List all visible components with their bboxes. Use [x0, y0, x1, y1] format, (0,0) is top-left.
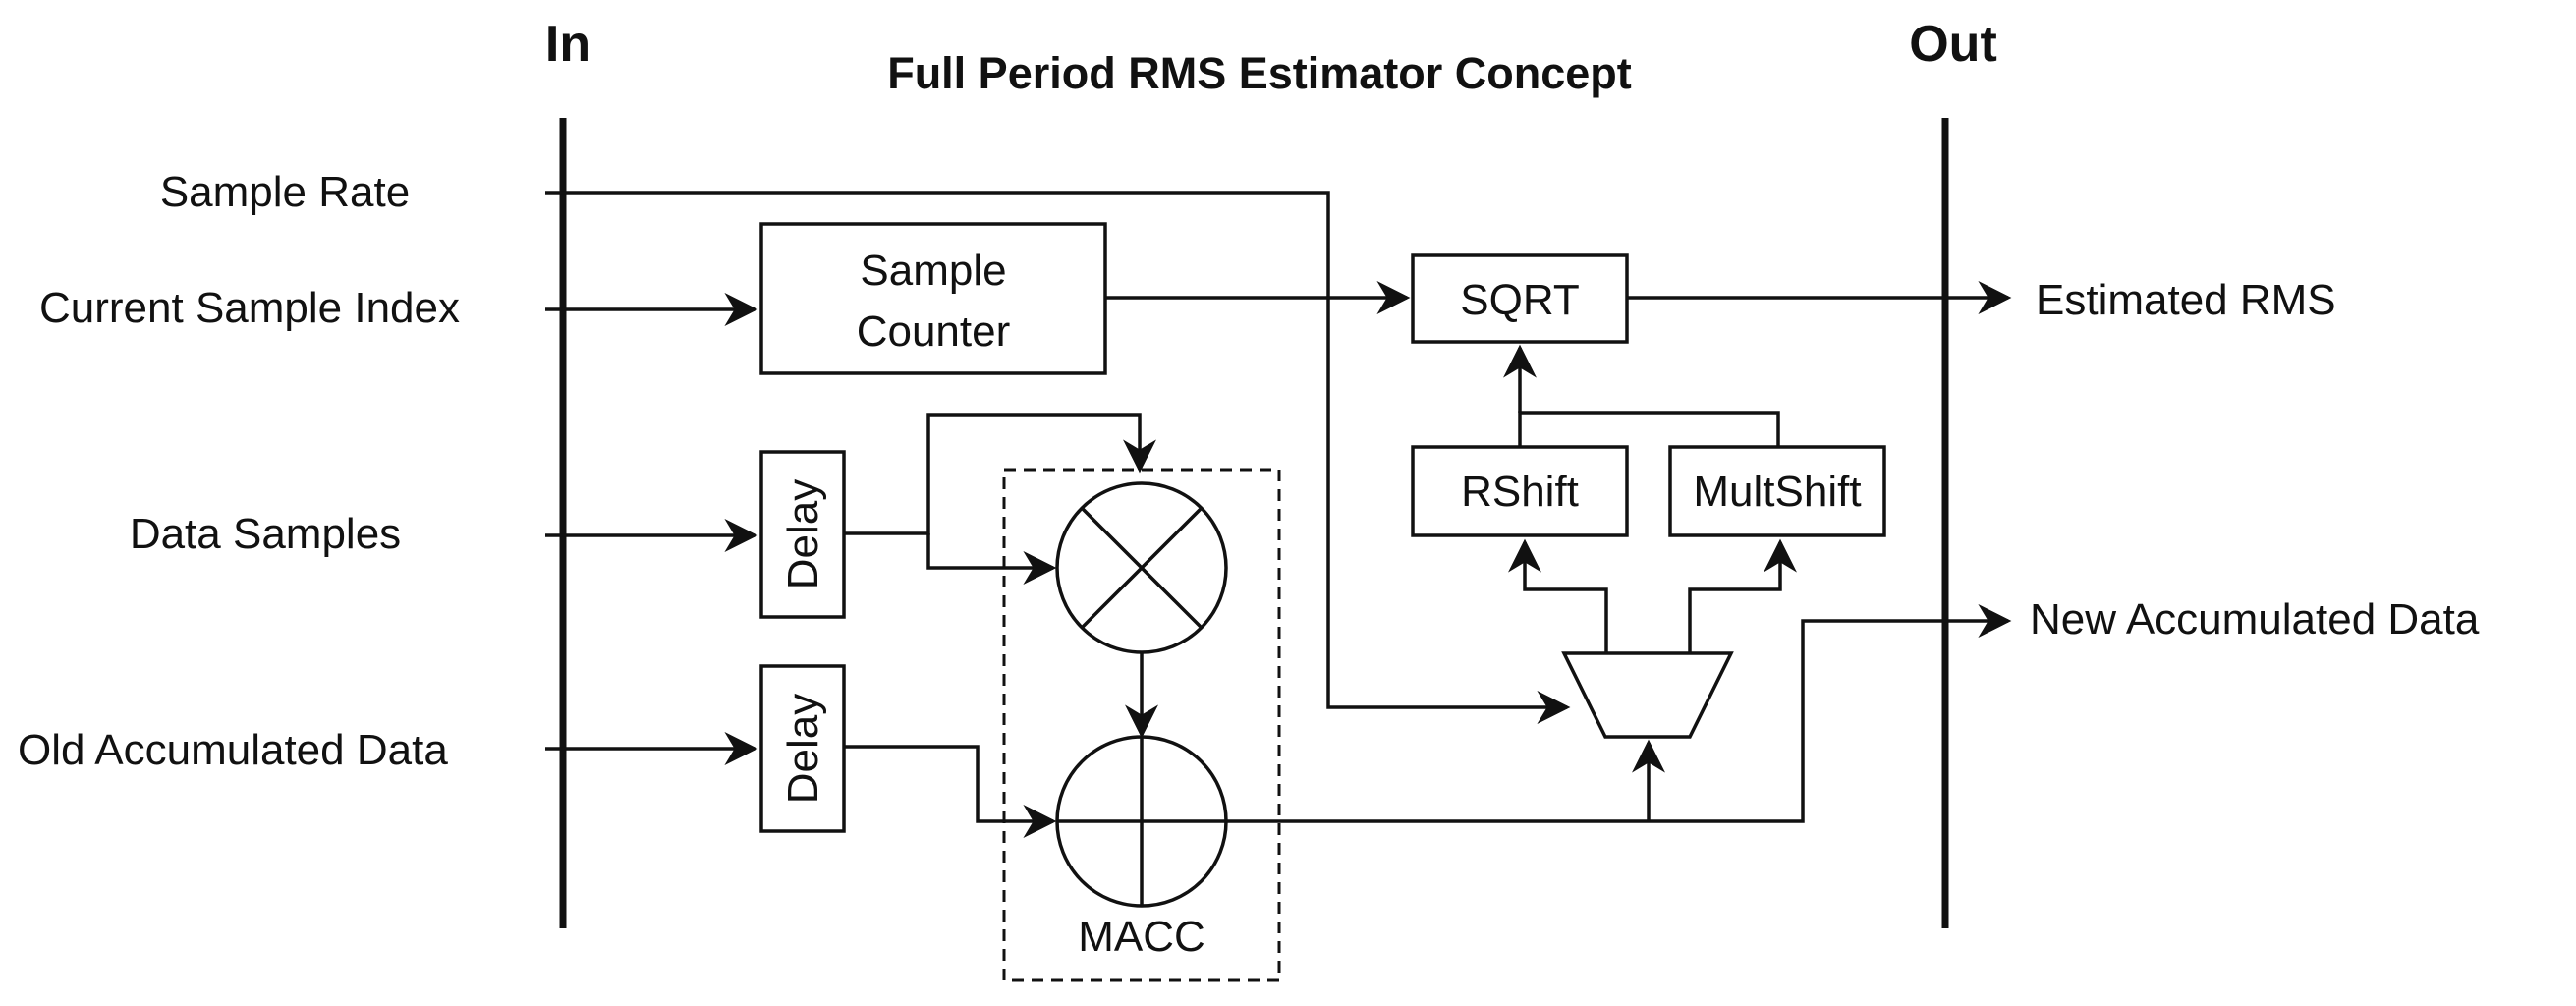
sample-rate-wire	[545, 191, 1571, 724]
input-label-sample-rate: Sample Rate	[160, 168, 410, 216]
macc-boundary	[1002, 468, 1281, 982]
output-label-estimated-rms: Estimated RMS	[2036, 276, 2336, 324]
rshift-block	[1411, 445, 1629, 537]
sample-counter-label-line2: Counter	[857, 307, 1011, 356]
sqrt-label: SQRT	[1460, 276, 1579, 324]
output-label-new-accumulated-data: New Accumulated Data	[2030, 595, 2480, 643]
mux-block	[1561, 651, 1734, 739]
input-label-data-samples: Data Samples	[130, 510, 401, 558]
delay1-to-multiplier-left-wire	[926, 533, 1057, 585]
multshift-label: MultShift	[1693, 468, 1861, 516]
adder-to-output-wire	[1226, 604, 2012, 823]
in-rail-label: In	[545, 16, 590, 73]
mux-to-multshift-wire	[1688, 538, 1797, 653]
delay-1-label: Delay	[779, 479, 827, 590]
input-label-current-sample-index: Current Sample Index	[39, 284, 460, 332]
out-rail-label: Out	[1909, 16, 1997, 73]
delay-2-label: Delay	[779, 694, 827, 805]
sample-counter-block	[759, 222, 1107, 375]
delay2-to-adder-wire	[844, 745, 1057, 838]
multiplier-cross-b	[1080, 506, 1204, 630]
diagram-title: Full Period RMS Estimator Concept	[887, 48, 1632, 98]
mux-to-rshift-wire	[1508, 538, 1608, 653]
input-label-old-accumulated-data: Old Accumulated Data	[18, 726, 448, 774]
multshift-block	[1668, 445, 1886, 537]
macc-label: MACC	[1078, 913, 1205, 961]
delay1-to-multiplier-top-wire	[844, 413, 1156, 535]
shift-join-wire	[1518, 411, 1780, 447]
sample-counter-label-line1: Sample	[860, 247, 1006, 295]
rshift-label: RShift	[1461, 468, 1579, 516]
delay-block-2	[759, 664, 846, 833]
